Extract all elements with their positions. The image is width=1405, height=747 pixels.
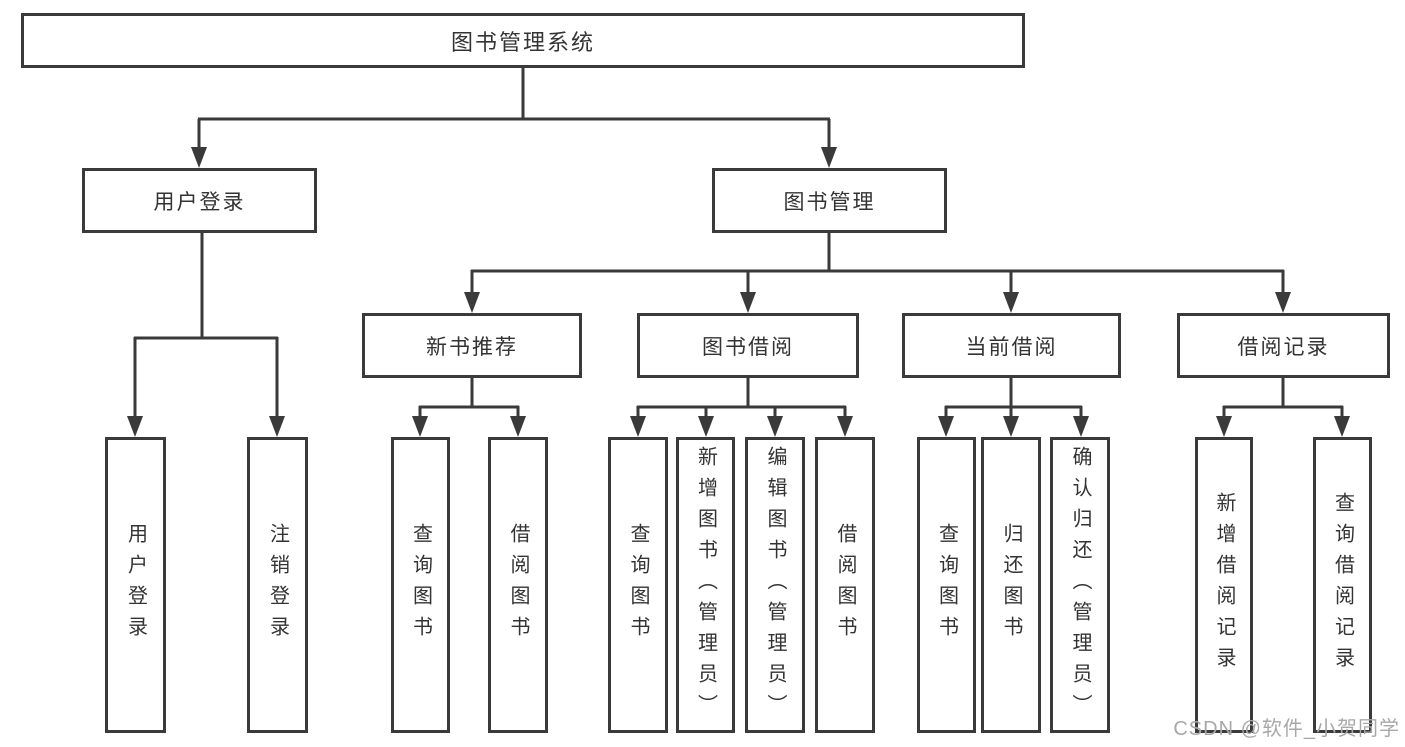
connector-borrow-records-children [1222,378,1344,419]
leaf-user-login-label: 用户登录 [124,523,147,647]
leaf-borrow-book-recommend-label: 借阅图书 [507,523,529,647]
leaf-query-book-current-label: 查询图书 [935,523,958,647]
node-current-borrow-label: 当前借阅 [965,335,1058,359]
leaf-user-login: 用户登录 [105,437,166,733]
leaf-add-book-admin-label: 新增图书（管理员） [694,445,717,725]
leaf-confirm-return-admin: 确认归还（管理员） [1050,437,1110,733]
leaf-return-book: 归还图书 [981,437,1041,733]
connector-book-mgmt-children [470,233,1285,295]
leaf-edit-book-admin-label: 编辑图书（管理员） [764,445,786,725]
node-book-borrow: 图书借阅 [637,313,859,378]
leaf-logout: 注销登录 [247,437,308,733]
node-borrow-records: 借阅记录 [1177,313,1390,378]
node-root-label: 图书管理系统 [450,29,595,55]
node-user-login-label: 用户登录 [153,190,246,214]
connector-book-borrow-children [636,378,847,419]
leaf-add-borrow-record: 新增借阅记录 [1195,437,1253,733]
node-book-borrow-label: 图书借阅 [702,335,794,359]
connector-user-login-children [133,233,279,419]
leaf-query-book-borrow-label: 查询图书 [627,523,649,647]
node-borrow-records-label: 借阅记录 [1237,335,1330,359]
leaf-query-book-recommend-label: 查询图书 [409,523,432,647]
leaf-query-book-recommend: 查询图书 [391,437,450,733]
leaf-edit-book-admin: 编辑图书（管理员） [745,437,805,733]
leaf-add-borrow-record-label: 新增借阅记录 [1213,492,1235,678]
node-user-login: 用户登录 [82,168,317,233]
leaf-query-borrow-record: 查询借阅记录 [1313,437,1372,733]
node-current-borrow: 当前借阅 [902,313,1121,378]
connector-root-to-level2 [197,68,831,150]
leaf-confirm-return-admin-label: 确认归还（管理员） [1069,445,1091,725]
csdn-watermark: CSDN @软件_小贺同学 [1173,718,1400,740]
leaf-borrow-book-recommend: 借阅图书 [488,437,548,733]
node-new-book-recommend-label: 新书推荐 [426,335,518,359]
node-book-management-label: 图书管理 [783,190,876,214]
connector-current-borrow-children [944,378,1083,419]
leaf-borrow-book-label: 借阅图书 [834,523,856,647]
leaf-logout-label: 注销登录 [266,523,289,647]
node-book-management: 图书管理 [712,168,947,233]
leaf-query-book-borrow: 查询图书 [608,437,668,733]
connector-new-book-children [418,378,520,419]
node-new-book-recommend: 新书推荐 [362,313,582,378]
leaf-return-book-label: 归还图书 [1000,523,1022,647]
leaf-add-book-admin: 新增图书（管理员） [676,437,735,733]
leaf-query-borrow-record-label: 查询借阅记录 [1331,492,1354,678]
leaf-query-book-current: 查询图书 [917,437,976,733]
node-root: 图书管理系统 [21,13,1025,68]
leaf-borrow-book: 借阅图书 [815,437,875,733]
